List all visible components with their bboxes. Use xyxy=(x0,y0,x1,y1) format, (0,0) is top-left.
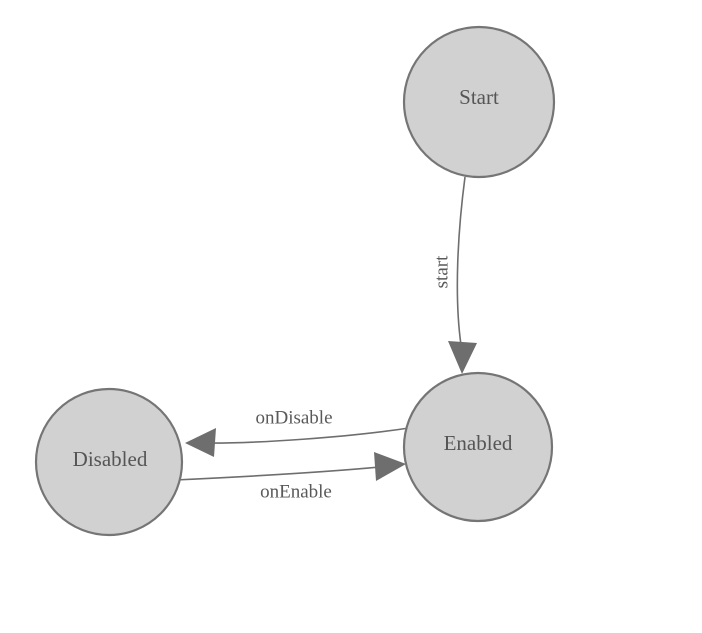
node-start-label: Start xyxy=(459,85,499,109)
edge-path-enabled-to-disabled xyxy=(198,427,410,444)
node-disabled-circle xyxy=(34,387,184,537)
node-disabled-label: Disabled xyxy=(73,447,148,471)
edge-label-onenable: onEnable xyxy=(260,481,332,502)
arrowhead-enabled-to-disabled xyxy=(185,428,216,457)
node-enabled-circle xyxy=(402,371,554,523)
edge-disabled-to-enabled[interactable] xyxy=(174,452,406,481)
edge-label-start: start xyxy=(431,255,452,288)
node-start-circle xyxy=(402,25,556,179)
node-start[interactable]: Start xyxy=(402,25,556,179)
node-disabled[interactable]: Disabled xyxy=(34,387,184,537)
edge-label-ondisable: onDisable xyxy=(255,407,332,428)
edge-path-disabled-to-enabled xyxy=(174,465,392,481)
edge-path-start-to-enabled xyxy=(456,176,466,346)
arrowhead-disabled-to-enabled xyxy=(374,452,406,481)
edge-enabled-to-disabled[interactable] xyxy=(185,427,410,457)
arrowhead-start-to-enabled xyxy=(448,341,477,374)
edge-start-to-enabled[interactable] xyxy=(448,176,477,374)
node-enabled-label: Enabled xyxy=(444,431,513,455)
node-enabled[interactable]: Enabled xyxy=(402,371,554,523)
